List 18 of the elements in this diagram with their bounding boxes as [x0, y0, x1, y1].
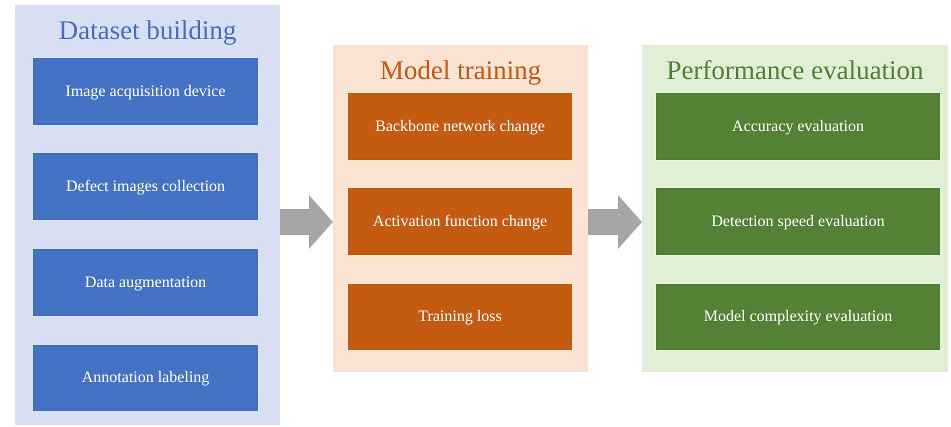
panel-title: Performance evaluation [665, 54, 925, 87]
process-box: Accuracy evaluation [656, 93, 940, 160]
block-arrow [280, 195, 333, 249]
process-box: Backbone network change [348, 93, 572, 160]
process-box: Detection speed evaluation [656, 188, 940, 255]
group-panel [15, 5, 280, 425]
process-box: Training loss [348, 284, 572, 350]
process-box: Model complexity evaluation [656, 284, 940, 350]
process-box: Activation function change [348, 188, 572, 255]
process-box: Image acquisition device [33, 58, 258, 125]
process-box: Data augmentation [33, 249, 258, 316]
group-panel [642, 45, 948, 372]
group-panel [333, 45, 588, 372]
panel-title: Model training [378, 54, 542, 87]
process-box: Defect images collection [33, 153, 258, 220]
block-arrow [588, 195, 642, 249]
process-box: Annotation labeling [33, 345, 258, 411]
panel-title: Dataset building [58, 14, 238, 47]
